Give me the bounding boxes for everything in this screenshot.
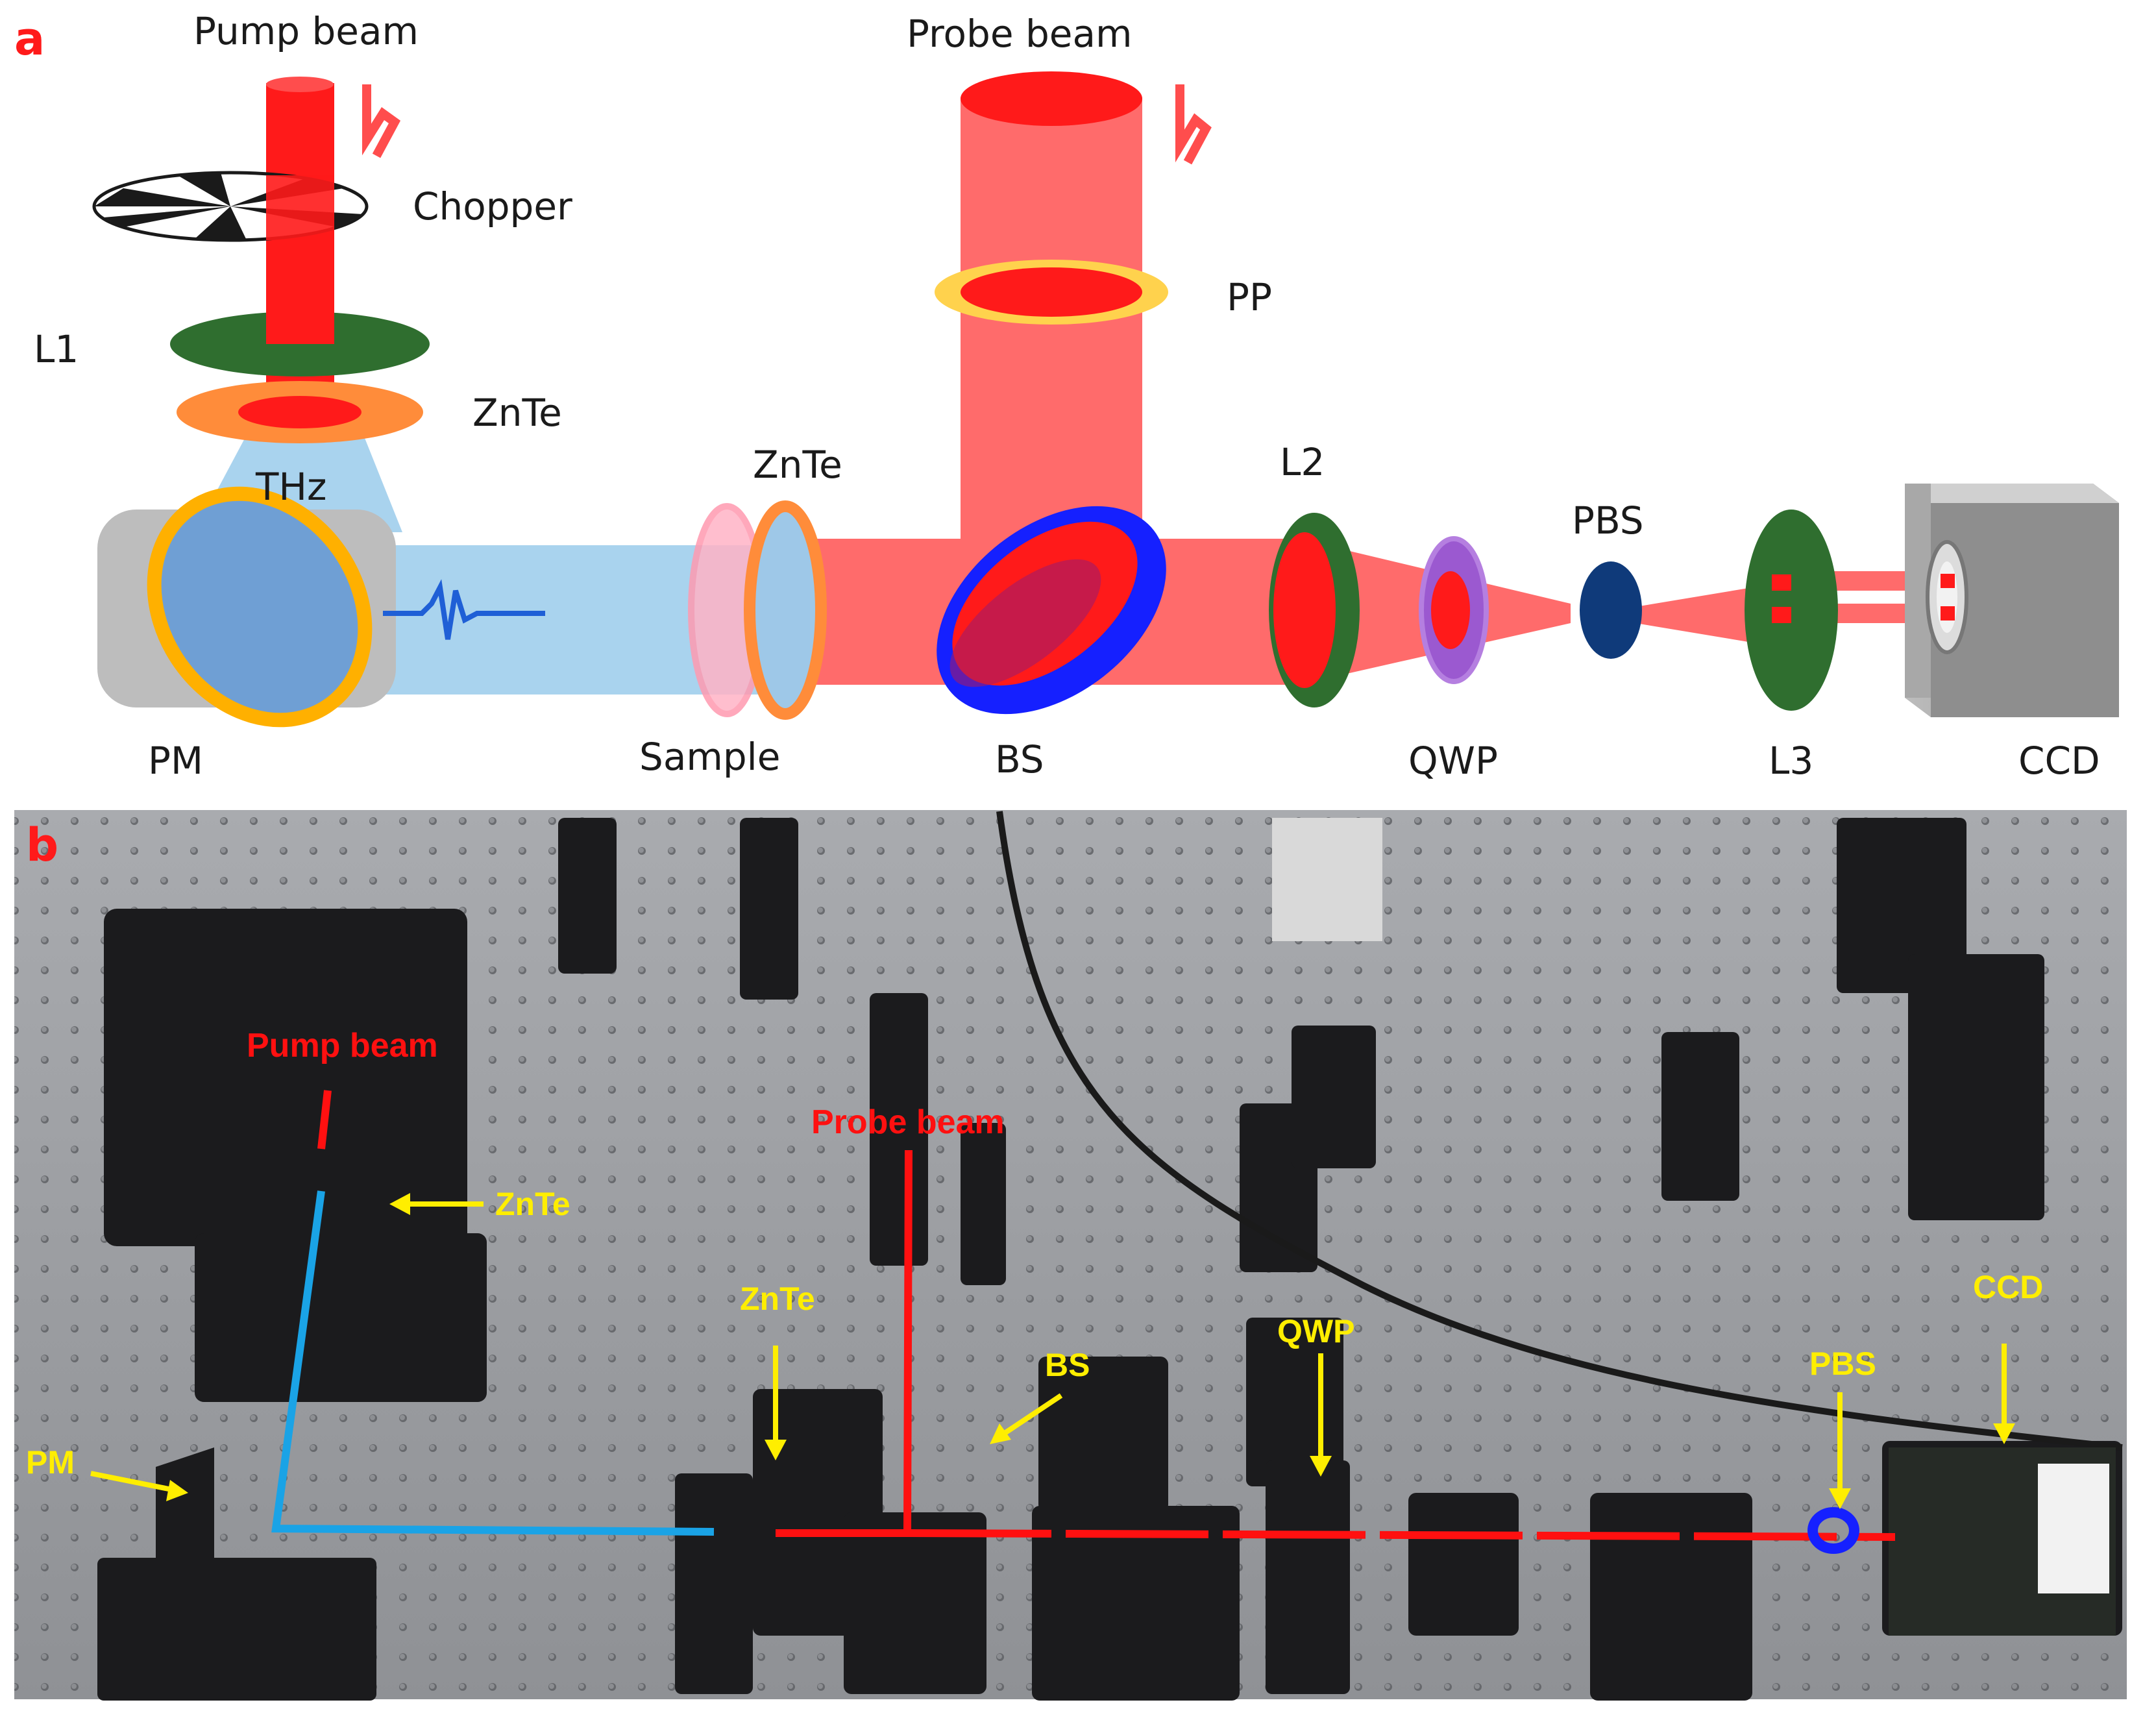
znte-detector [744,500,827,720]
ccd-camera [1905,484,2119,717]
qwp-spot [1431,571,1470,649]
l3-spot-2 [1772,607,1791,623]
label-bs: BS [995,737,1044,781]
ccd-label-sticker [2038,1464,2109,1593]
label-pump-beam: Pump beam [193,9,419,53]
probe-beam-to-ccd [908,1529,1896,1541]
pp-polarizer-inner [961,267,1142,317]
label-znte-mid: ZnTe [753,443,842,487]
panel-b: b Pump beam Probe beam ZnTe ZnTe PM BS Q… [14,810,2127,1701]
photo-label-pump-beam: Pump beam [247,1027,438,1064]
label-pm: PM [148,739,203,783]
pbs-prism [1580,561,1642,659]
pump-beam-path [317,1090,332,1150]
l2-lens-spot [1273,532,1336,688]
probe-arrow-icon [1175,84,1212,165]
photo-label-znte-bottom: ZnTe [740,1281,815,1317]
label-chopper: Chopper [413,184,572,228]
label-probe-beam: Probe beam [907,12,1133,56]
photo-label-pm: PM [26,1444,75,1481]
label-l3: L3 [1769,739,1813,783]
photo-label-znte-top: ZnTe [495,1186,570,1222]
probe-beam-path [776,1150,913,1537]
bs-beamsplitter-overlay [949,559,1101,687]
pump-beam-over-l1 [266,312,334,344]
label-thz: THz [255,465,327,509]
photo-label-probe-beam: Probe beam [811,1103,1005,1141]
panel-a: a [14,9,2119,783]
znte-emitter-spot [238,396,361,428]
thz-pulse-icon [383,579,545,640]
pump-beam-top [266,77,334,92]
label-l1: L1 [34,327,79,371]
pump-arrow-icon [362,84,401,158]
electronics-box [1272,818,1382,941]
pm-mirror [147,486,373,728]
label-qwp: QWP [1408,739,1498,783]
annotation-arrows [90,1193,2015,1509]
label-pbs: PBS [1572,498,1644,543]
label-znte-top: ZnTe [472,391,562,435]
panel-b-letter: b [26,818,58,872]
label-l2: L2 [1280,440,1325,484]
cable [996,811,2123,1451]
label-ccd: CCD [2018,739,2100,783]
photo-label-bs: BS [1045,1347,1090,1383]
pump-beam-over-chopper [266,175,334,240]
photo-label-ccd: CCD [1973,1269,2043,1305]
thz-path [271,1190,715,1536]
l3-spot-1 [1772,574,1791,591]
panel-a-letter: a [14,12,45,66]
label-sample: Sample [639,735,780,779]
photo-label-pbs: PBS [1809,1346,1876,1382]
pbs-blue-ring [1807,1507,1859,1554]
probe-beam-top [961,71,1142,126]
photo-label-qwp: QWP [1277,1313,1354,1349]
label-pp: PP [1227,275,1272,319]
